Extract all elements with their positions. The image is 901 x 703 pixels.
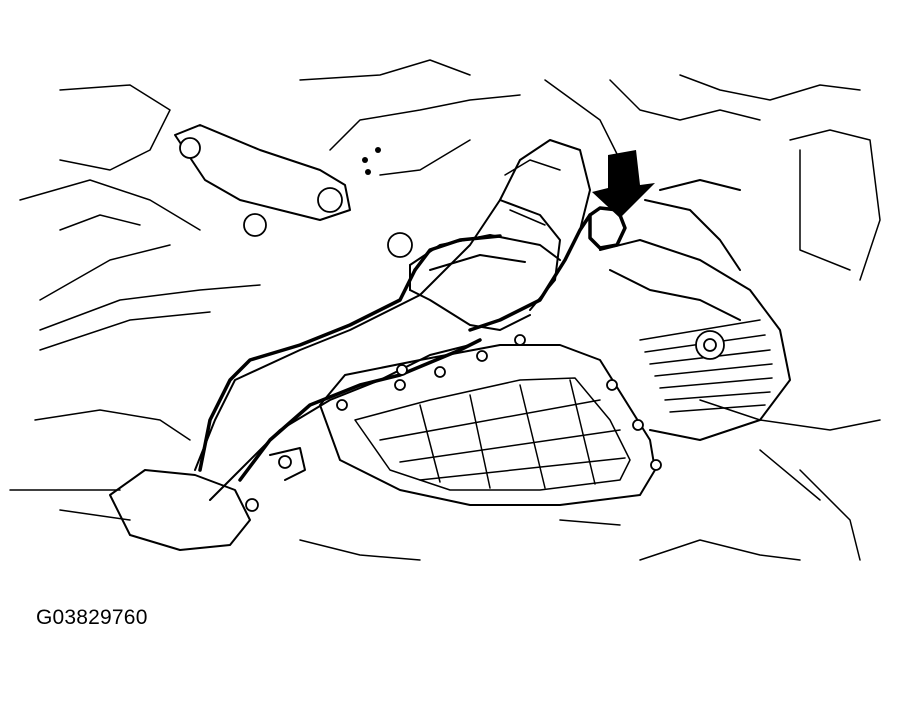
heat-shield-grid (319, 334, 662, 506)
wiring-harness (198, 206, 627, 482)
mounting-bracket (174, 124, 413, 258)
engine-underside-illustration (9, 59, 881, 561)
exhaust-pipe (194, 139, 591, 501)
down-arrow-icon (592, 150, 655, 218)
pipe-flange (109, 447, 306, 551)
figure-code: G03829760 (36, 606, 148, 629)
transmission-housing (599, 179, 791, 441)
frame-outlines (9, 59, 881, 561)
